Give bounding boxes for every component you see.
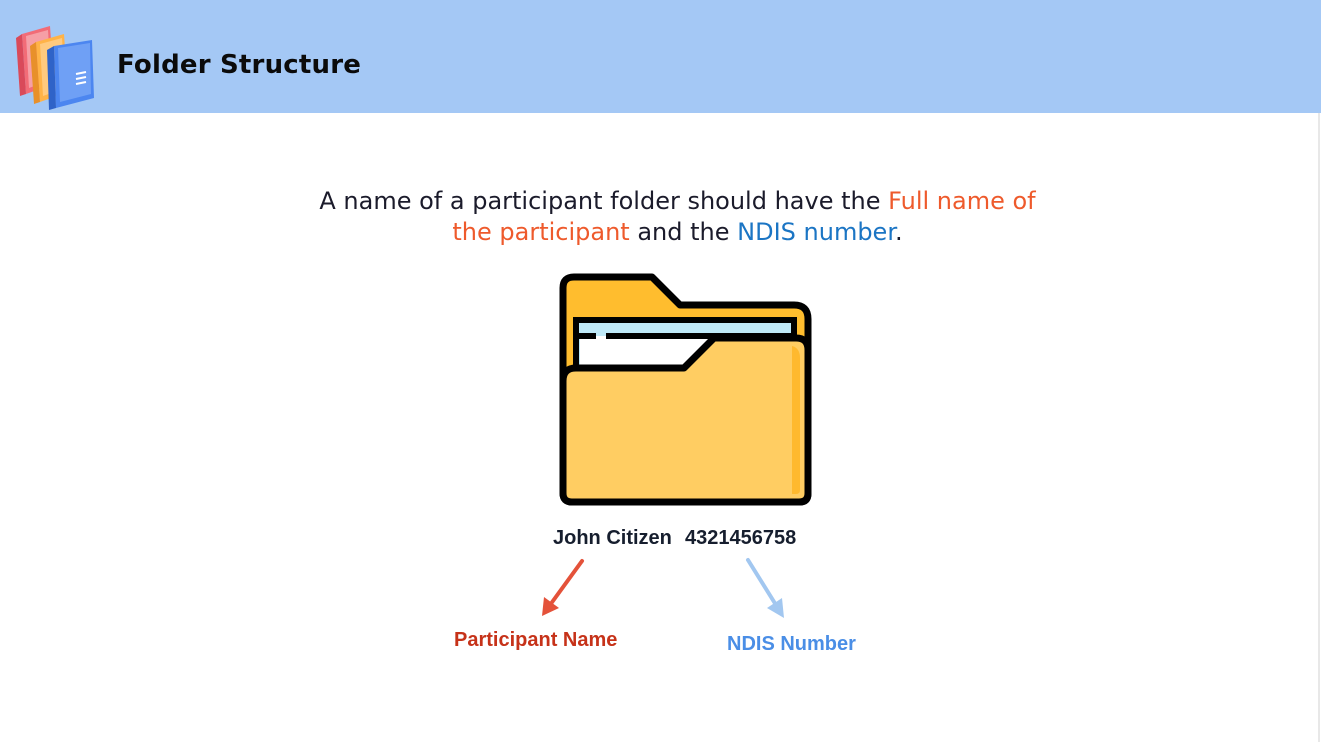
caption-ndis-number: NDIS Number [727, 633, 856, 655]
intro-text: A name of a participant folder should ha… [300, 186, 1055, 248]
pointer-arrows [542, 558, 784, 618]
arrow-down-left-icon [542, 559, 584, 616]
arrow-down-right-icon [746, 558, 784, 618]
intro-text-part3: . [894, 218, 903, 246]
right-border-line [1318, 113, 1320, 742]
intro-text-part2: and the [629, 218, 738, 246]
page-title: Folder Structure [117, 50, 362, 80]
highlight-ndis-number: NDIS number [737, 218, 895, 246]
example-ndis-number: 4321456758 [685, 527, 797, 549]
books-logo-icon [16, 26, 94, 110]
header-bar: Folder Structure [0, 0, 1321, 113]
example-participant-name: John Citizen [553, 527, 672, 549]
highlight-full-name: Full name of the participant [452, 187, 1036, 246]
intro-text-part1: A name of a participant folder should ha… [319, 187, 889, 215]
open-folder-icon [559, 273, 812, 506]
caption-participant-name: Participant Name [454, 629, 618, 651]
